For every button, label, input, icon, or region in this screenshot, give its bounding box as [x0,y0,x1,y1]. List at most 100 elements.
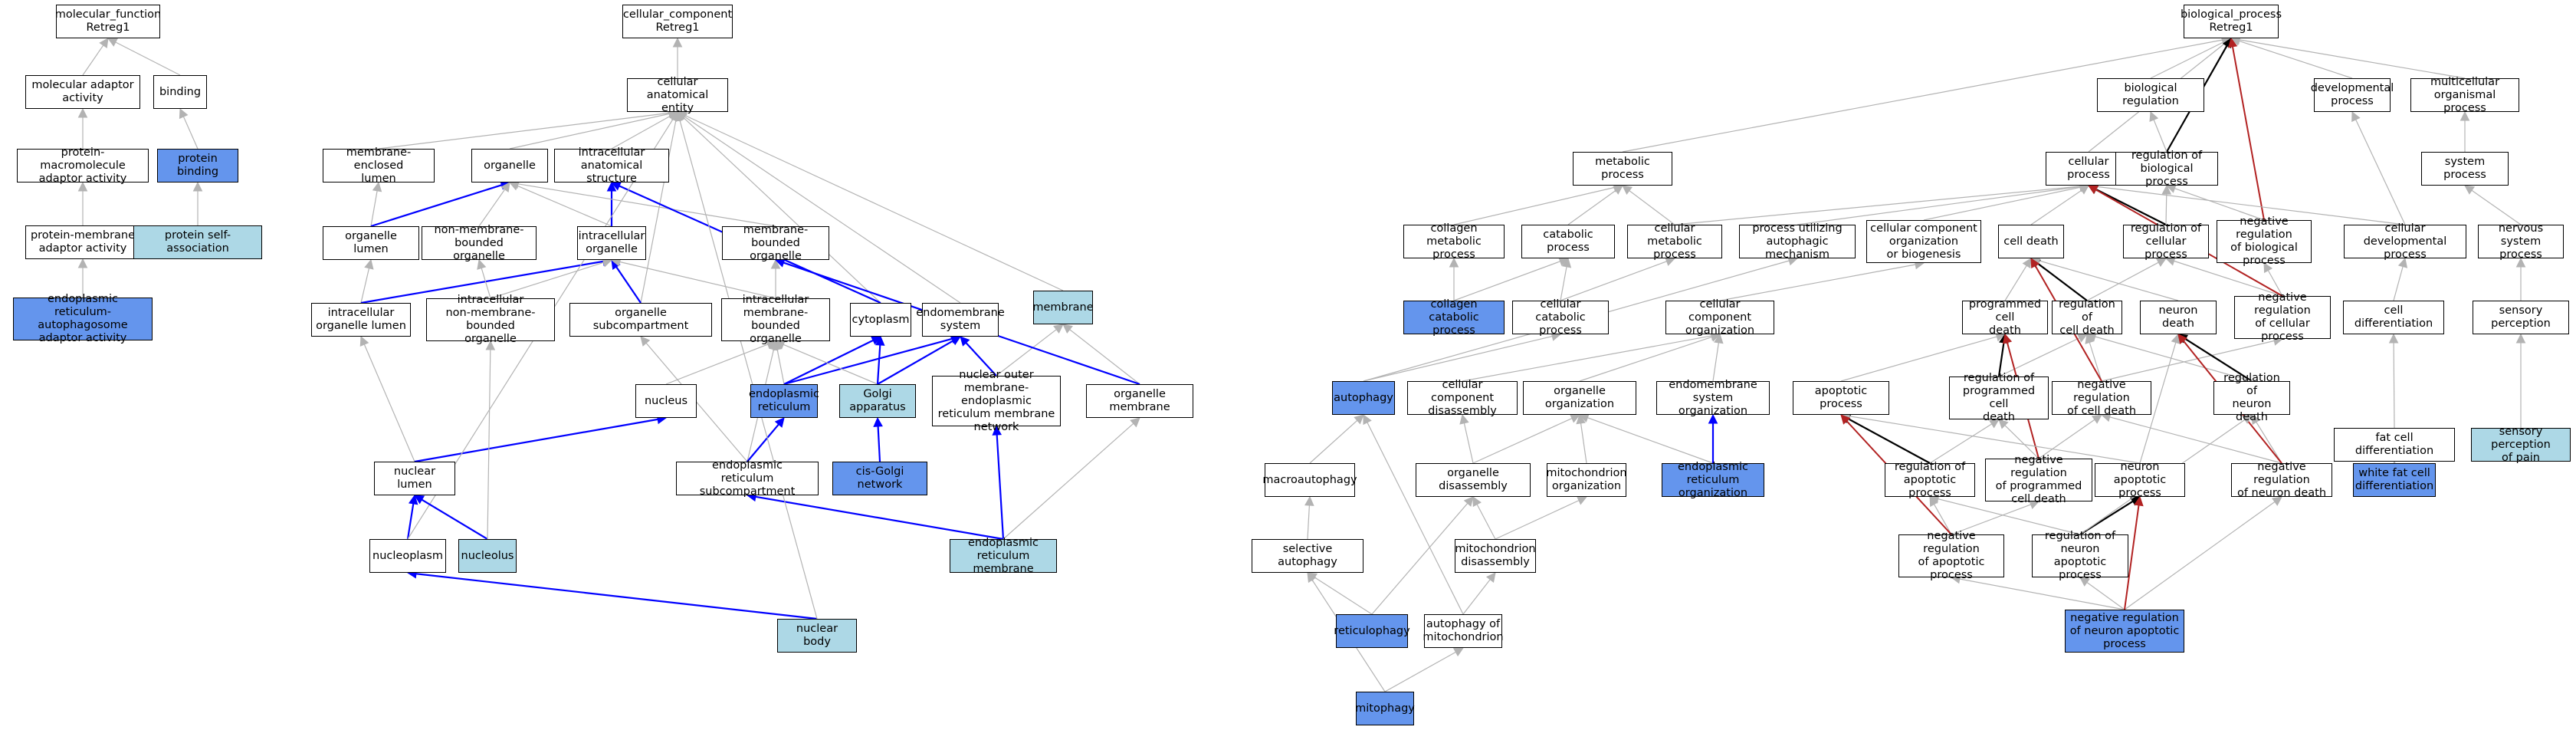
go-term-ccob[interactable]: cellular component organization or bioge… [1866,220,1981,263]
edge-is-a [770,258,781,298]
go-term-reg-nap[interactable]: regulation of neuron apoptotic process [2032,530,2128,581]
go-term-reg-cell-proc[interactable]: regulation of cellular process [2123,222,2209,261]
go-term-cell-dev[interactable]: cellular developmental process [2344,222,2466,261]
go-term-reg-bio[interactable]: regulation of biological process [2115,150,2218,188]
edge-is-a [677,111,881,304]
go-term-cell-death[interactable]: cell death [1998,225,2064,258]
go-term-nom-er[interactable]: nuclear outer membrane-endoplasmic retic… [932,369,1061,433]
go-term-neg-reg-bio[interactable]: negative regulation of biological proces… [2217,215,2312,267]
go-term-reticulophagy[interactable]: reticulophagy [1334,614,1410,648]
edge-is-a [477,258,491,299]
go-term-neg-reg-nap[interactable]: negative regulation of neuron apoptotic … [2065,610,2184,653]
edge-is-a [1472,414,1581,464]
go-term-cae[interactable]: cellular anatomical entity [627,76,728,114]
go-term-reg-nd[interactable]: regulation of neuron death [2213,372,2290,423]
go-term-mitophagy[interactable]: mitophagy [1355,692,1415,725]
go-term-bio-reg[interactable]: biological regulation [2097,78,2204,112]
go-term-prot-macro[interactable]: protein-macromolecule adaptor activity [17,146,149,185]
go-term-neg-reg-apop[interactable]: negative regulation of apoptotic process [1898,530,2004,581]
go-term-mem-encl[interactable]: membrane-enclosed lumen [323,146,435,185]
go-term-macroauto[interactable]: macroautophagy [1262,463,1357,497]
go-term-membrane[interactable]: membrane [1032,291,1094,324]
go-term-organelle[interactable]: organelle [471,149,548,182]
go-term-cell-met[interactable]: cellular metabolic process [1627,222,1722,261]
go-term-nucleoplasm[interactable]: nucleoplasm [369,539,446,573]
go-term-cc[interactable]: cellular_component Retreg1 [622,5,733,38]
go-term-sens-pain[interactable]: sensory perception of pain [2471,426,2571,464]
edge-part-of [873,416,883,462]
go-term-er-sub[interactable]: endoplasmic reticulum subcompartment [676,459,819,498]
go-term-white-fat[interactable]: white fat cell differentiation [2353,463,2436,497]
go-term-er[interactable]: endoplasmic reticulum [749,384,819,418]
go-term-prot-self[interactable]: protein self-association [133,225,262,259]
go-term-cco[interactable]: cellular component organization [1665,298,1774,337]
go-term-prot-mem-adapt[interactable]: protein-membrane adaptor activity [25,225,140,259]
go-term-reg-apop[interactable]: regulation of apoptotic process [1885,461,1975,499]
go-term-ic-org-lumen[interactable]: intracellular organelle lumen [311,303,411,337]
go-term-endomem[interactable]: endomembrane system [916,303,1005,337]
edge-regulates [2079,496,2141,535]
go-term-sens-perc[interactable]: sensory perception [2473,301,2569,334]
go-term-autophagy[interactable]: autophagy [1332,381,1395,415]
go-term-endomem-org[interactable]: endomembrane system organization [1656,379,1770,417]
go-term-org-org[interactable]: organelle organization [1523,381,1636,415]
go-term-golgi[interactable]: Golgi apparatus [839,384,916,418]
go-term-mf[interactable]: molecular_function Retreg1 [55,5,161,38]
go-term-sel-auto[interactable]: selective autophagy [1252,539,1363,573]
go-term-prog-death[interactable]: programmed cell death [1962,298,2048,337]
go-term-ic-org[interactable]: intracellular organelle [577,226,646,260]
go-term-cytoplasm[interactable]: cytoplasm [850,303,911,337]
go-term-nucleolus[interactable]: nucleolus [458,539,517,573]
go-term-apoptotic[interactable]: apoptotic process [1793,381,1889,415]
go-term-mol-adaptor[interactable]: molecular adaptor activity [25,75,140,109]
go-term-neg-reg-nd[interactable]: negative regulation of neuron death [2231,461,2332,499]
go-term-proc-auto[interactable]: process utilizing autophagic mechanism [1739,222,1856,261]
go-term-nmbo[interactable]: non-membrane-bounded organelle [422,224,537,262]
go-term-bp[interactable]: biological_process Retreg1 [2181,5,2282,38]
go-term-ias[interactable]: intracellular anatomical structure [554,146,669,185]
go-term-cis-golgi[interactable]: cis-Golgi network [832,462,927,495]
go-term-cc-disas[interactable]: cellular component disassembly [1407,379,1518,417]
go-term-ic-nmbo[interactable]: intracellular non-membrane-bounded organ… [426,294,555,345]
go-term-cell-diff[interactable]: cell differentiation [2343,301,2444,334]
go-term-prot-binding[interactable]: protein binding [157,149,238,182]
go-term-neuron-apop[interactable]: neuron apoptotic process [2095,461,2185,499]
edge-is-a [2515,333,2526,429]
go-term-coll-catab[interactable]: collagen catabolic process [1403,298,1505,337]
go-term-nucleus[interactable]: nucleus [635,384,697,418]
go-term-ic-mbo[interactable]: intracellular membrane-bounded organelle [721,294,830,345]
edge-part-of [406,569,818,620]
go-term-org-mem[interactable]: organelle membrane [1086,384,1193,418]
go-term-org-sub[interactable]: organelle subcompartment [569,303,712,337]
edge-part-of [747,417,785,462]
go-term-neg-reg-cell-proc[interactable]: negative regulation of cellular process [2234,291,2331,343]
edge-is-a [77,258,88,298]
go-term-reg-pcd[interactable]: regulation of programmed cell death [1949,372,2049,423]
go-term-neuron-death[interactable]: neuron death [2140,301,2217,334]
go-term-cell-proc[interactable]: cellular process [2046,152,2131,186]
go-term-org-disas[interactable]: organelle disassembly [1416,463,1531,497]
go-term-mito-disas[interactable]: mitochondrion disassembly [1455,539,1536,573]
go-term-auto-mito[interactable]: autophagy of mitochondrion [1423,614,1504,648]
go-term-mbo[interactable]: membrane-bounded organelle [722,224,829,262]
go-term-nerv-sys[interactable]: nervous system process [2478,222,2564,261]
go-term-dev-proc[interactable]: developmental process [2311,78,2394,112]
go-term-mito-org[interactable]: mitochondrion organization [1546,463,1627,497]
go-term-er-autophago[interactable]: endoplasmic reticulum-autophagosome adap… [13,293,153,344]
go-term-fat-diff[interactable]: fat cell differentiation [2334,428,2455,462]
go-term-reg-cell-death[interactable]: regulation of cell death [2052,298,2122,337]
go-term-org-lumen[interactable]: organelle lumen [323,226,419,260]
go-term-nuc-body[interactable]: nuclear body [777,619,857,653]
go-term-cell-catab[interactable]: cellular catabolic process [1512,298,1609,337]
go-term-er-org[interactable]: endoplasmic reticulum organization [1662,461,1764,499]
go-term-neg-reg-pcd[interactable]: negative regulation of programmed cell d… [1985,454,2092,505]
go-term-multi-org[interactable]: multicellular organismal process [2410,76,2519,114]
go-term-neg-reg-cd[interactable]: negative regulation of cell death [2052,379,2151,417]
go-term-met-proc[interactable]: metabolic process [1573,152,1672,186]
go-term-er-mem[interactable]: endoplasmic reticulum membrane [950,537,1057,575]
go-term-binding[interactable]: binding [153,75,207,109]
go-term-sys-proc[interactable]: system process [2421,152,2509,186]
go-term-coll-met[interactable]: collagen metabolic process [1403,222,1505,261]
go-term-nuc-lumen[interactable]: nuclear lumen [374,462,455,495]
go-term-catab[interactable]: catabolic process [1521,225,1615,258]
